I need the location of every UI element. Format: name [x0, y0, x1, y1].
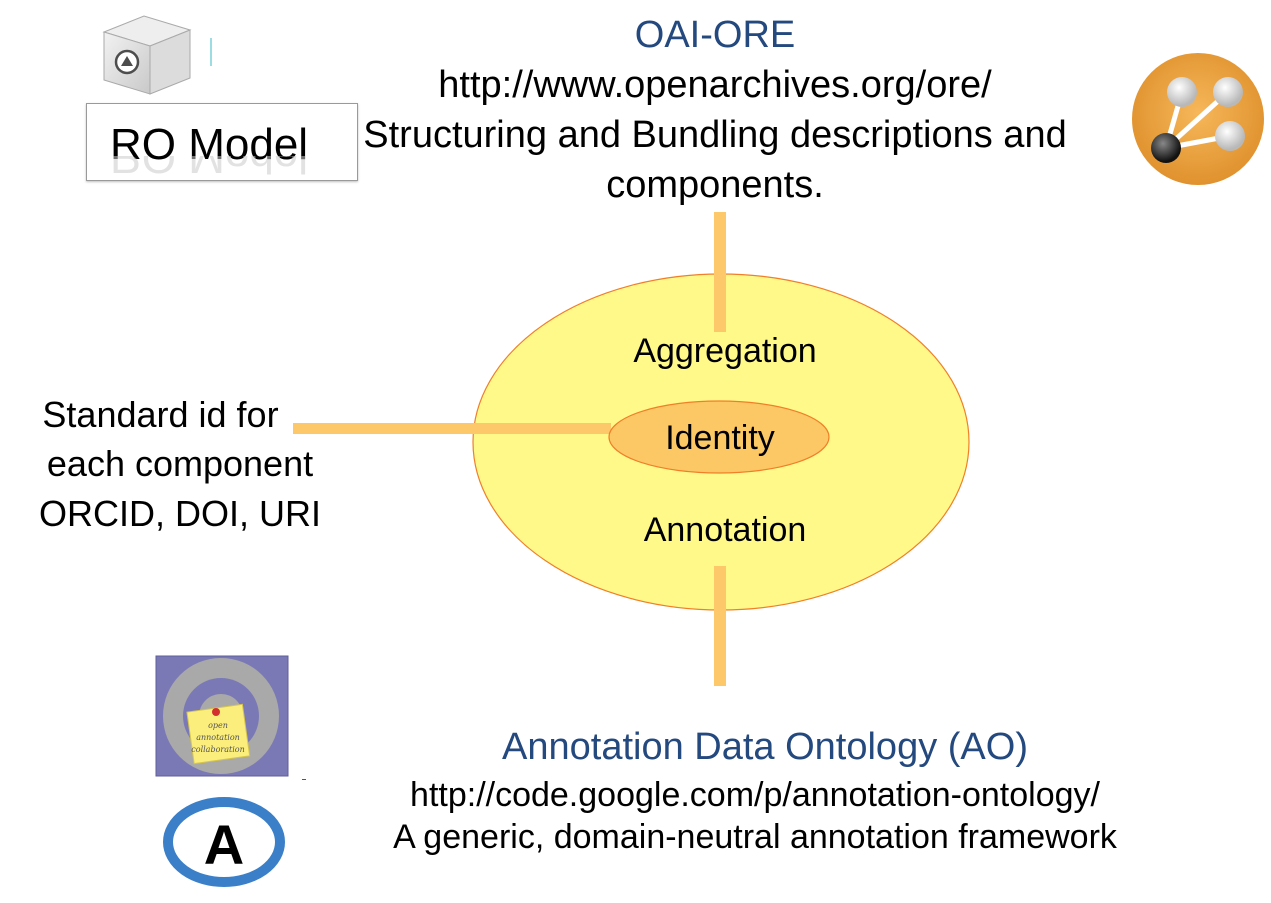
ore-logo-icon: [1132, 53, 1264, 185]
package-icon: [102, 15, 212, 95]
ao-title: Annotation Data Ontology (AO): [502, 726, 1028, 768]
identity-text-line2: each component: [46, 443, 314, 484]
ro-model-reflection: RO Model: [110, 156, 309, 182]
annotation-label: Annotation: [643, 511, 807, 549]
oa-note-line3: collaboration: [191, 745, 244, 754]
connector-top: [714, 212, 726, 332]
ore-url: http://www.openarchives.org/ore/: [438, 64, 992, 106]
oa-note-line1: open: [208, 721, 228, 730]
aggregation-label: Aggregation: [633, 332, 817, 370]
identity-text-line1: Standard id for: [42, 394, 279, 435]
ro-model-box: [86, 103, 358, 181]
open-annotation-logo-icon: open annotation collaboration: [155, 655, 306, 780]
ore-description-line2: components.: [606, 164, 824, 206]
ao-logo-letter: A: [204, 813, 244, 876]
identity-text-line3: ORCID, DOI, URI: [38, 493, 321, 534]
inner-ellipse: [608, 400, 830, 474]
ao-description: A generic, domain-neutral annotation fra…: [393, 818, 1117, 856]
ao-logo-icon: A: [163, 797, 285, 887]
identity-label: Identity: [665, 419, 775, 457]
ore-description-line1: Structuring and Bundling descriptions an…: [363, 114, 1067, 156]
connector-bottom: [714, 566, 726, 686]
ao-url: http://code.google.com/p/annotation-onto…: [410, 776, 1100, 814]
oa-note-line2: annotation: [196, 733, 240, 742]
connector-left: [293, 423, 611, 434]
ro-model-label: RO Model: [110, 120, 309, 169]
ore-title: OAI-ORE: [634, 14, 796, 56]
